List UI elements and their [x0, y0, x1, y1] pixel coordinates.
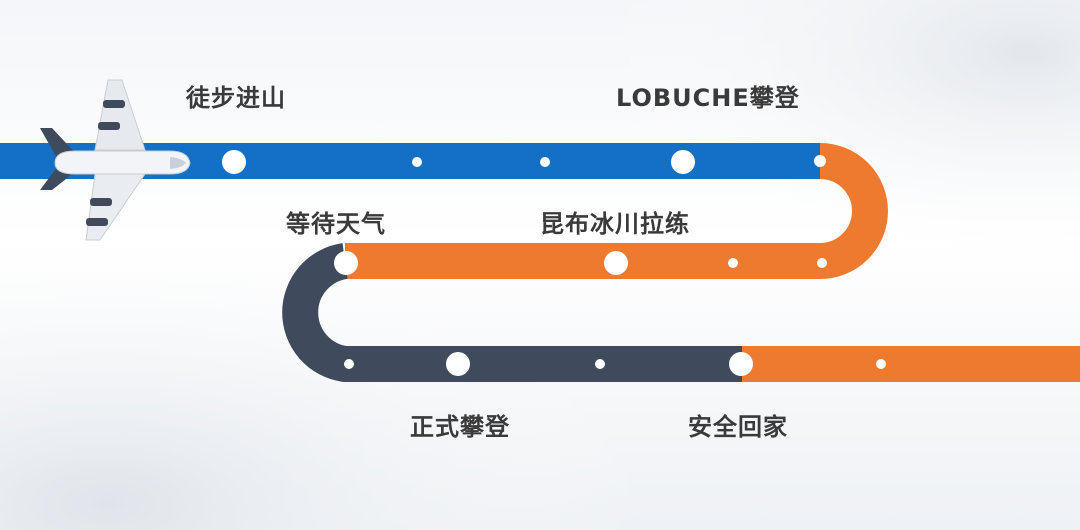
route-dot — [540, 157, 550, 167]
milestone-dot-summit-push — [446, 352, 470, 376]
route-segment-navy — [282, 243, 742, 382]
stage-label-wait-weather: 等待天气 — [286, 210, 386, 238]
stage-label-safe-return: 安全回家 — [688, 413, 788, 441]
route-dot — [814, 155, 826, 167]
stage-label-lobuche-climb: LOBUCHE攀登 — [616, 84, 800, 112]
route-dot — [595, 359, 605, 369]
airplane-icon — [40, 79, 191, 241]
route-dot — [728, 258, 738, 268]
route-dot — [412, 157, 422, 167]
milestone-dot-khumbu — [604, 251, 628, 275]
milestone-dot-safe-return — [729, 352, 753, 376]
stage-label-summit-push: 正式攀登 — [410, 413, 510, 441]
route-segment-orange-upper — [345, 143, 888, 279]
stage-label-khumbu-training: 昆布冰川拉练 — [540, 210, 690, 238]
milestone-dot-trek-in — [222, 150, 246, 174]
route-dot — [344, 359, 354, 369]
milestone-dot-wait-weather — [334, 251, 358, 275]
route-dot — [876, 359, 886, 369]
route-dot — [817, 258, 827, 268]
milestone-dot-lobuche — [671, 150, 695, 174]
stage-label-trek-in: 徒步进山 — [186, 84, 286, 112]
